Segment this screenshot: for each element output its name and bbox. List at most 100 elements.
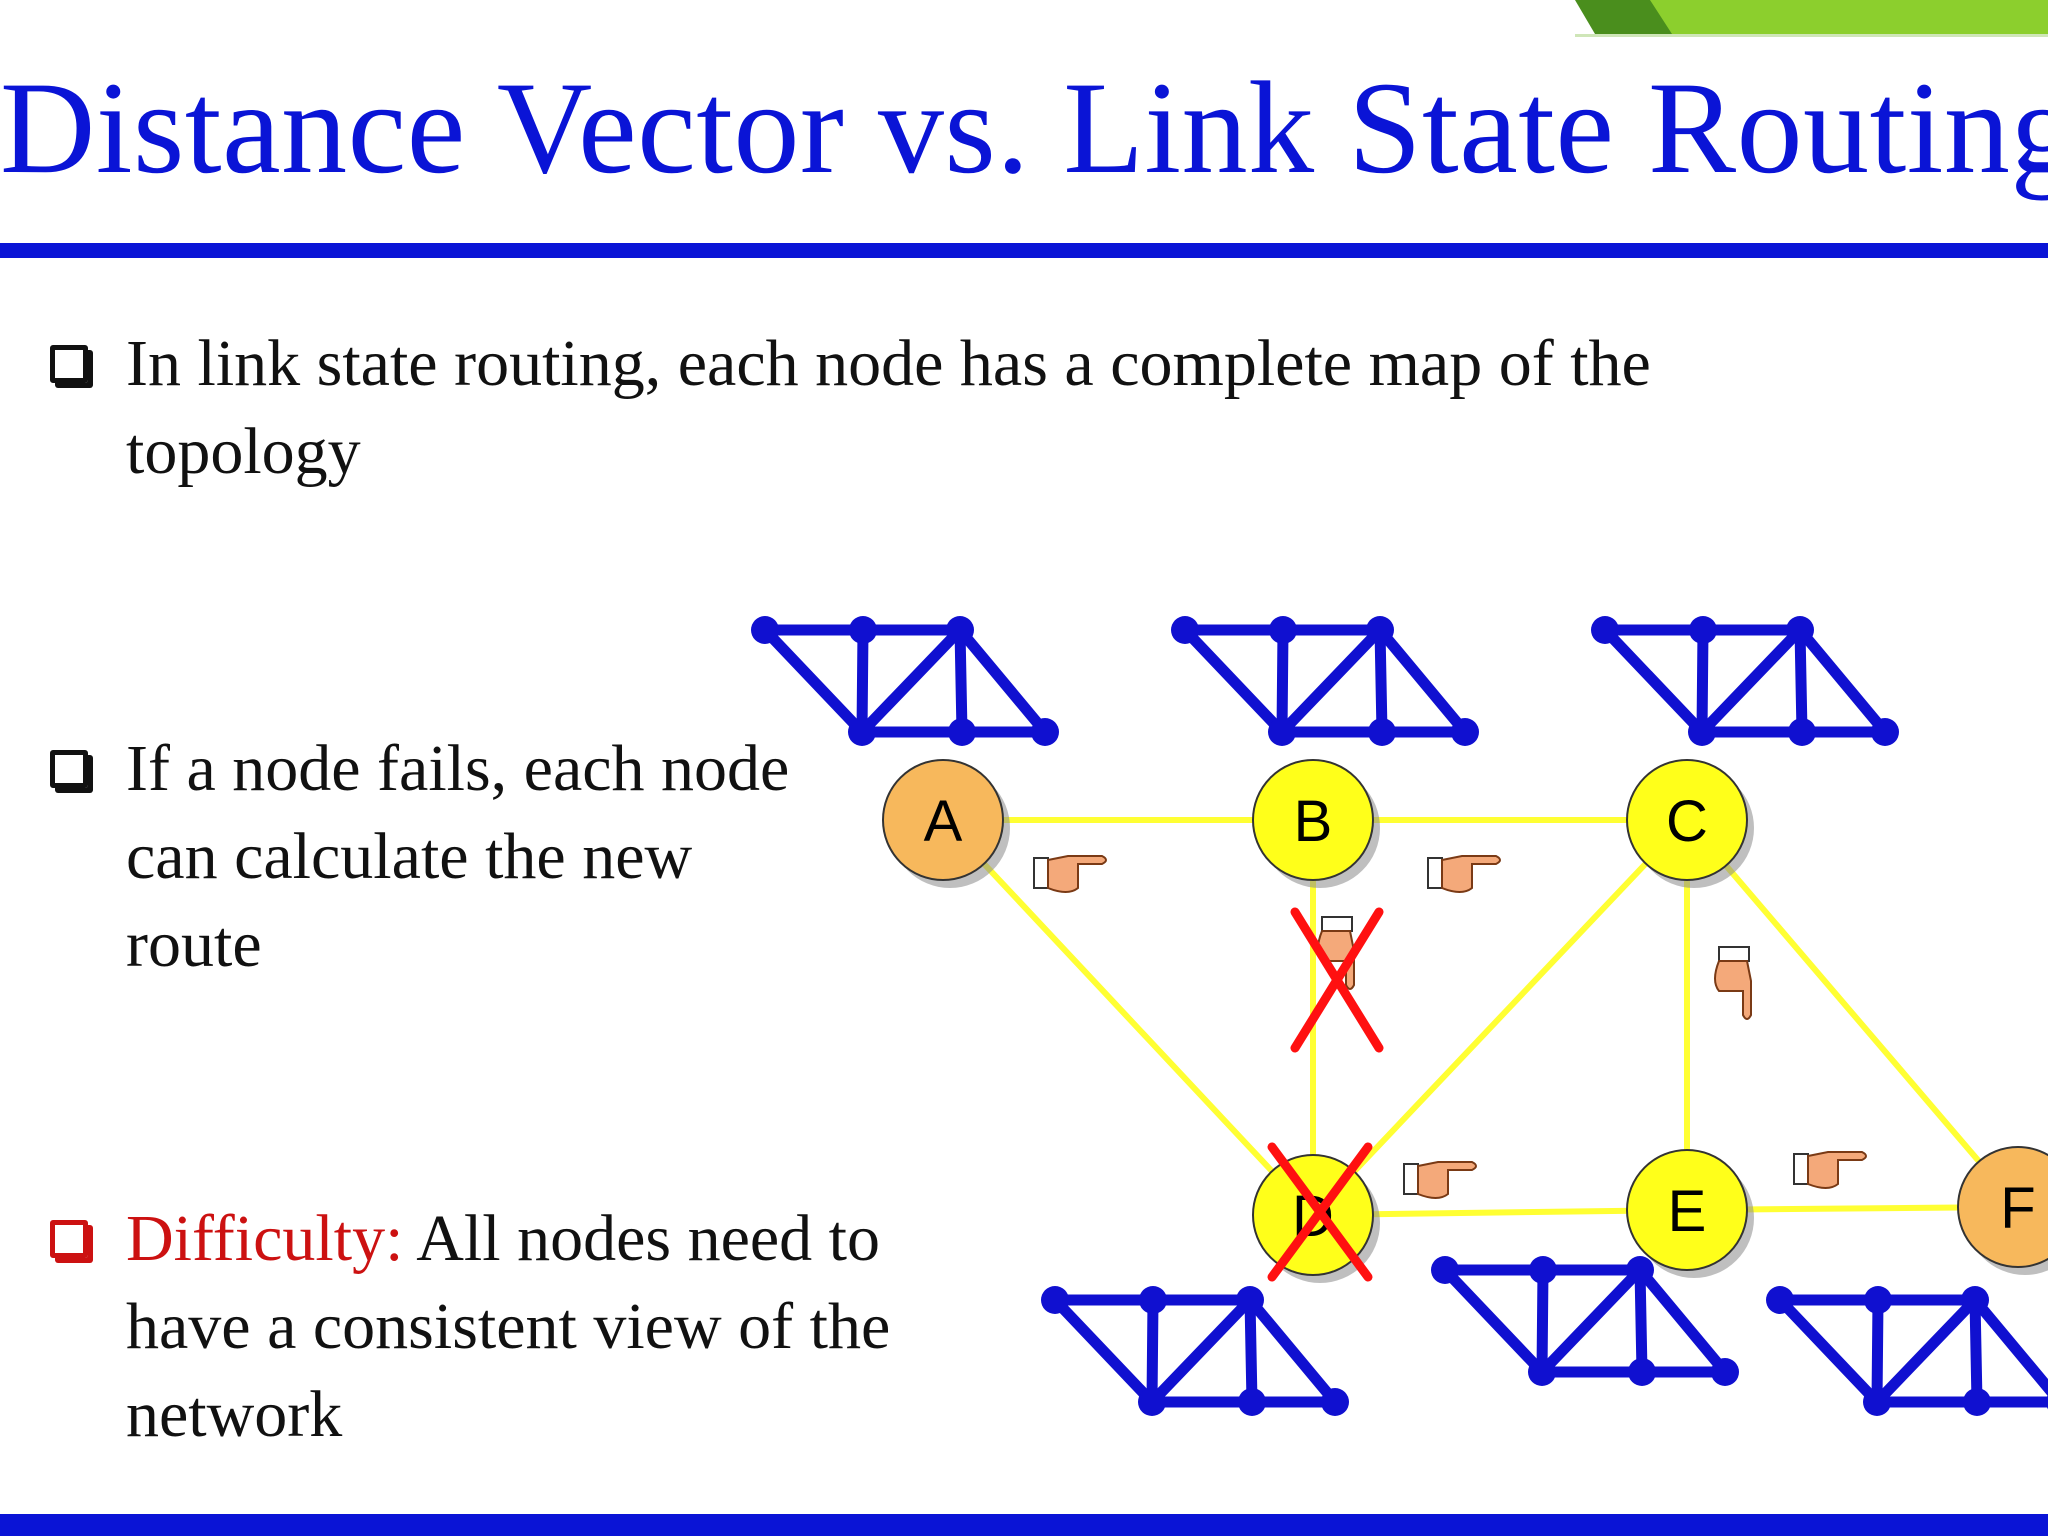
map-edge (1774, 1294, 1883, 1408)
node-label: A (924, 789, 963, 854)
pointing-hand-icon (1714, 946, 1752, 1020)
hand-cuff (1403, 1163, 1419, 1195)
map-edge (1969, 1294, 1983, 1408)
map-edge (1794, 624, 1891, 738)
node-c: C (1626, 759, 1754, 888)
map-node (1961, 1286, 1989, 1314)
node-label: E (1668, 1179, 1707, 1244)
topology-map-icon (1431, 1256, 1739, 1386)
hand-shape (1807, 1151, 1867, 1189)
map-edge (954, 624, 1051, 738)
hand-cuff (1033, 857, 1049, 889)
map-node (1268, 718, 1296, 746)
map-node (1786, 616, 1814, 644)
node-circle (1957, 1146, 2048, 1268)
map-node (1711, 1358, 1739, 1386)
map-edge (1179, 624, 1288, 738)
node-a: A (882, 759, 1010, 888)
map-node (1321, 1388, 1349, 1416)
map-node (1238, 1388, 1266, 1416)
cross-stroke (1290, 907, 1384, 1053)
map-edge (1146, 1294, 1159, 1408)
node-circle (882, 759, 1004, 881)
map-edge (1794, 624, 1808, 738)
corner-accent-light (1650, 0, 2048, 34)
map-node (948, 718, 976, 746)
map-node (1626, 1256, 1654, 1284)
map-node (1689, 616, 1717, 644)
map-edge (1146, 1294, 1256, 1408)
slide-title: Distance Vector vs. Link State Routing (0, 54, 2048, 201)
map-node (1863, 1388, 1891, 1416)
map-node (1871, 718, 1899, 746)
pointing-hand-icon (1427, 855, 1501, 893)
map-node (751, 616, 779, 644)
map-edge (1244, 1294, 1341, 1408)
map-edge (1634, 1264, 1648, 1378)
link-a-d (940, 817, 1316, 1218)
node-label: F (2000, 1176, 2035, 1241)
topology-map-icon (1766, 1286, 2048, 1416)
map-node (1766, 1286, 1794, 1314)
node-label: C (1666, 789, 1708, 854)
map-node (1628, 1358, 1656, 1386)
checkbox-bullet-icon (50, 1220, 88, 1258)
bullet-text: In link state routing, each node has a c… (126, 327, 1651, 488)
map-edge (1536, 1264, 1646, 1378)
topology-map-icon (751, 616, 1059, 746)
map-edge (1374, 624, 1388, 738)
pointing-hand-icon (1793, 1151, 1867, 1189)
checkbox-bullet-icon (50, 345, 88, 383)
map-edge (856, 624, 966, 738)
footer-rule (0, 1514, 2048, 1536)
checkbox-bullet-icon (50, 750, 88, 788)
bullet-node-fails: If a node fails, each node can calculate… (50, 725, 810, 989)
node-label: B (1294, 789, 1333, 854)
map-node (848, 718, 876, 746)
map-node (1041, 1286, 1069, 1314)
node-e: E (1626, 1149, 1754, 1278)
map-edge (1969, 1294, 2048, 1397)
map-edge (1871, 1294, 1884, 1408)
failed-link-cross-icon (1290, 907, 1384, 1053)
map-edge (954, 624, 968, 738)
topology-map-icon (1171, 616, 1479, 746)
map-node (1031, 718, 1059, 746)
map-node (1451, 718, 1479, 746)
map-node (1139, 1286, 1167, 1314)
map-node (1963, 1388, 1991, 1416)
map-edge (1276, 624, 1386, 738)
corner-accent-shade (1575, 34, 2048, 37)
title-underline (0, 243, 2048, 258)
hand-shape (1047, 855, 1107, 893)
hand-shape (1714, 960, 1752, 1020)
pointing-hand-icon (1403, 1161, 1477, 1199)
map-node (1269, 616, 1297, 644)
map-node (1688, 718, 1716, 746)
cross-stroke (1267, 1142, 1373, 1282)
map-edge (1536, 1264, 1549, 1378)
difficulty-label: Difficulty: (126, 1202, 404, 1275)
topology-map-icon (1591, 616, 1899, 746)
link-d-c (1310, 817, 1690, 1218)
hand-cuff (1793, 1153, 1809, 1185)
map-node (1591, 616, 1619, 644)
map-node (1368, 718, 1396, 746)
hand-cuff (1718, 946, 1750, 962)
map-node (1366, 616, 1394, 644)
map-node (946, 616, 974, 644)
node-b: B (1252, 759, 1380, 888)
map-edge (856, 624, 869, 738)
map-node (1431, 1256, 1459, 1284)
node-circle (1626, 1149, 1748, 1271)
map-node (1171, 616, 1199, 644)
node-circle (1626, 759, 1748, 881)
map-edge (1374, 624, 1471, 738)
map-node (1788, 718, 1816, 746)
map-edge (759, 624, 868, 738)
node-circle (1252, 759, 1374, 881)
pointing-hand-icon (1033, 855, 1107, 893)
map-edge (1439, 1264, 1548, 1378)
